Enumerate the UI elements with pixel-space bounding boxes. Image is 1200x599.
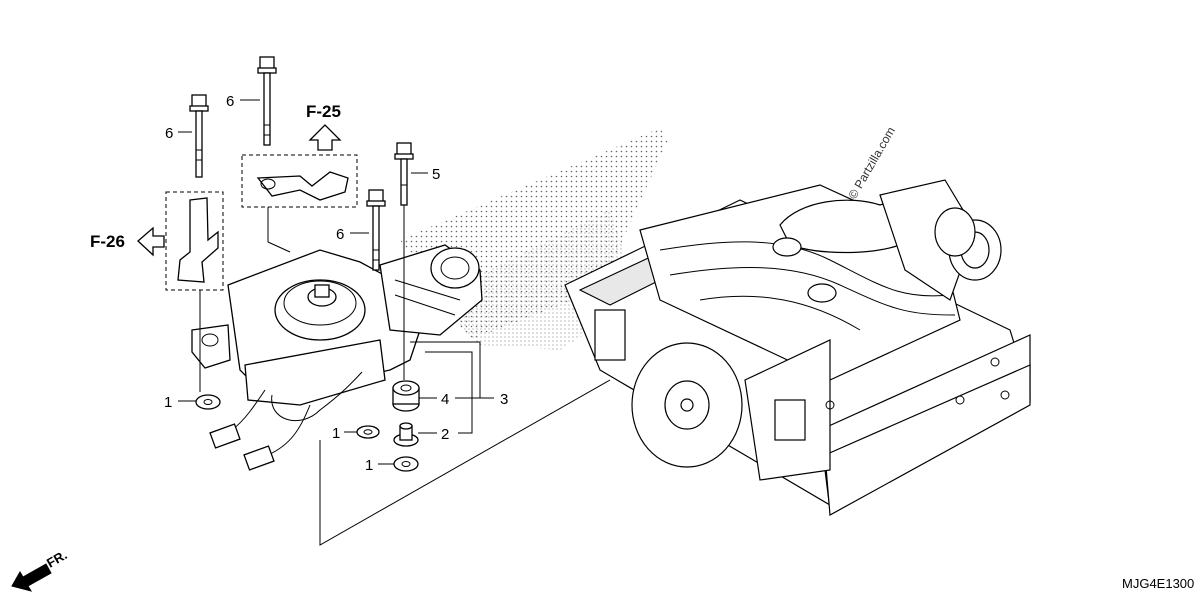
callout-3: 3 <box>500 391 508 408</box>
collar-2 <box>393 422 419 447</box>
callout-1-lower: 1 <box>365 457 373 474</box>
callout-5: 5 <box>432 166 440 183</box>
washer-1-lower <box>393 456 419 472</box>
bolt-6-lower <box>366 189 386 271</box>
bolt-5 <box>394 142 414 206</box>
callout-4: 4 <box>441 391 449 408</box>
ref-f25-label: F-25 <box>306 102 341 121</box>
assembly-leader-line <box>319 379 611 546</box>
washer-1-mid <box>356 425 380 439</box>
callout-1-mid: 1 <box>332 425 340 442</box>
bolt-6-upper-center <box>257 56 277 146</box>
callout-6-upper-left: 6 <box>165 125 173 142</box>
engine-assembly <box>564 179 1031 516</box>
f25-dashed-box <box>241 154 358 208</box>
watermark: © Partzilla.com <box>845 124 898 201</box>
callout-2: 2 <box>441 426 449 443</box>
motor-assembly <box>191 244 483 471</box>
grommet-4 <box>392 380 420 412</box>
washer-1-left <box>195 394 221 410</box>
left-bracket <box>177 197 219 283</box>
callout-6-lower: 6 <box>336 226 344 243</box>
upper-bracket <box>256 171 349 201</box>
callout-1-left: 1 <box>164 394 172 411</box>
ref-f26-label: F-26 <box>90 232 125 251</box>
bolt-6-upper-left <box>189 94 209 178</box>
front-direction-arrow-icon <box>11 563 52 592</box>
ref-f25-arrow-icon <box>308 124 342 151</box>
diagram-code: MJG4E1300 <box>1122 576 1194 591</box>
callout-6-upper-center: 6 <box>226 93 234 110</box>
ref-f26-arrow-icon <box>137 226 165 257</box>
f26-dashed-box <box>165 191 224 291</box>
